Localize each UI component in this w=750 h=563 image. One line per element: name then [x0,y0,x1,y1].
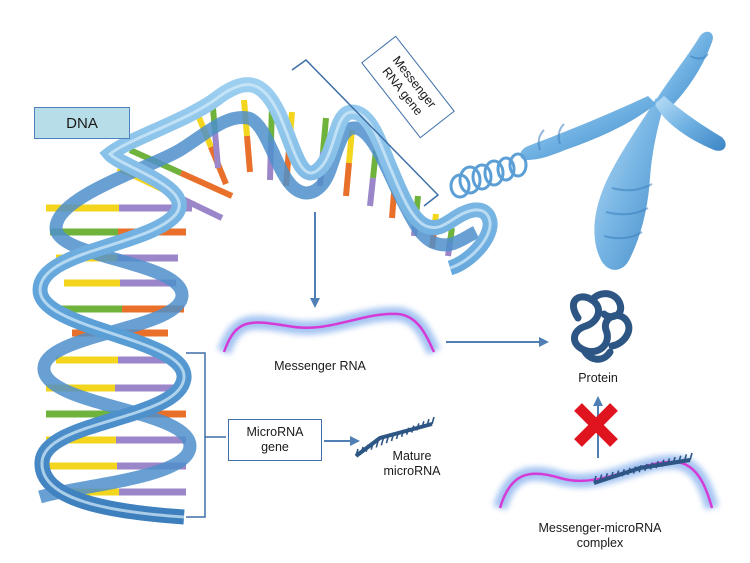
microrna-gene-label-1: MicroRNA [246,425,304,439]
mature-microrna-strand [354,416,435,458]
mrna-gene-bracket [291,59,440,207]
protein-label: Protein [578,371,618,385]
chromosome-icon [520,31,726,270]
messenger-rna-strand [217,306,441,356]
chromatin-coil [449,152,528,199]
complex-label-1: Messenger-microRNA [538,521,662,535]
mature-microrna-label: Mature microRNA [372,449,452,479]
dna-label-box: DNA [34,107,130,139]
double-helix-icon [32,77,498,525]
complex-label: Messenger-microRNA complex [530,521,670,551]
mature-microrna-label-1: Mature [392,449,432,463]
dna-label: DNA [66,114,98,132]
complex-label-2: complex [576,536,624,550]
mature-microrna-label-2: microRNA [383,464,441,478]
messenger-microrna-complex [493,452,719,511]
red-x-icon [574,403,618,447]
microrna-gene-box: MicroRNA gene [228,419,322,461]
microrna-gene-label-2: gene [261,440,289,454]
microrna-gene-bracket [186,352,226,518]
messenger-rna-label: Messenger RNA [274,359,366,373]
folded-protein-icon [569,290,633,363]
